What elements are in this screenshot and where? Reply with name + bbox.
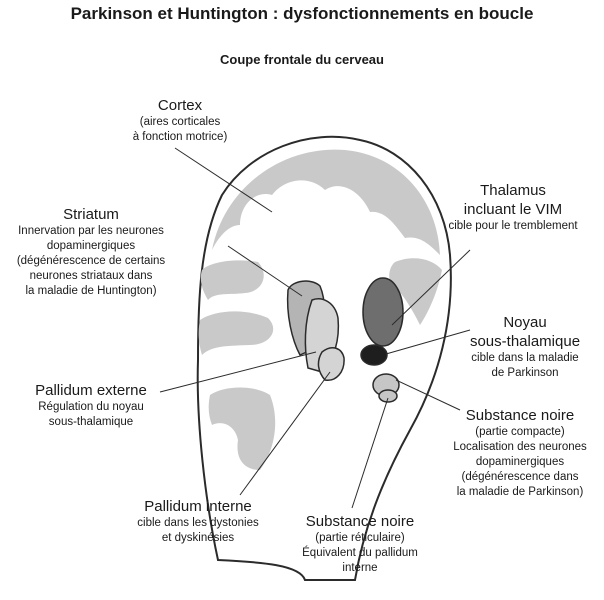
label-thalamus: Thalamus incluant le VIM cible pour le t…: [438, 181, 588, 234]
label-thalamus-line: cible pour le tremblement: [438, 219, 588, 234]
label-substance-noire-compacte-line: la maladie de Parkinson): [440, 485, 600, 500]
label-striatum: Striatum Innervation par les neurones do…: [2, 205, 180, 299]
label-pallidum-interne-line: et dyskinésies: [118, 531, 278, 546]
label-substance-noire-reticulaire-line: interne: [290, 561, 430, 576]
label-pallidum-interne-line: cible dans les dystonies: [118, 516, 278, 531]
label-noyau-sous-thalamique: Noyau sous-thalamique cible dans la mala…: [460, 313, 590, 381]
label-substance-noire-compacte-line: dopaminergiques: [440, 455, 600, 470]
label-substance-noire-reticulaire-heading: Substance noire: [290, 512, 430, 531]
label-striatum-line: (dégénérescence de certains: [2, 254, 180, 269]
label-pallidum-externe-line: sous-thalamique: [22, 415, 160, 430]
label-striatum-line: dopaminergiques: [2, 239, 180, 254]
label-pallidum-externe: Pallidum externe Régulation du noyau sou…: [22, 381, 160, 430]
label-cortex-heading: Cortex: [120, 96, 240, 115]
label-noyau-heading: sous-thalamique: [460, 332, 590, 351]
label-cortex-line: à fonction motrice): [120, 130, 240, 145]
noyau-sous-thalamique: [361, 345, 387, 365]
label-pallidum-externe-line: Régulation du noyau: [22, 400, 160, 415]
label-striatum-line: neurones striataux dans: [2, 269, 180, 284]
label-substance-noire-compacte-heading: Substance noire: [440, 406, 600, 425]
label-noyau-line: cible dans la maladie: [460, 351, 590, 366]
label-substance-noire-reticulaire: Substance noire (partie réticulaire) Équ…: [290, 512, 430, 576]
substance-noire-reticulaire: [379, 390, 397, 402]
label-pallidum-externe-heading: Pallidum externe: [22, 381, 160, 400]
label-pallidum-interne: Pallidum interne cible dans les dystonie…: [118, 497, 278, 546]
label-substance-noire-compacte-line: Localisation des neurones: [440, 440, 600, 455]
label-noyau-line: de Parkinson: [460, 366, 590, 381]
label-cortex-line: (aires corticales: [120, 115, 240, 130]
label-striatum-heading: Striatum: [2, 205, 180, 224]
label-cortex: Cortex (aires corticales à fonction motr…: [120, 96, 240, 145]
label-pallidum-interne-heading: Pallidum interne: [118, 497, 278, 516]
thalamus: [363, 278, 403, 346]
label-substance-noire-reticulaire-line: Équivalent du pallidum: [290, 546, 430, 561]
label-thalamus-heading: Thalamus: [438, 181, 588, 200]
label-substance-noire-reticulaire-line: (partie réticulaire): [290, 531, 430, 546]
label-striatum-line: la maladie de Huntington): [2, 284, 180, 299]
label-striatum-line: Innervation par les neurones: [2, 224, 180, 239]
label-thalamus-heading: incluant le VIM: [438, 200, 588, 219]
label-substance-noire-compacte-line: (partie compacte): [440, 425, 600, 440]
label-substance-noire-compacte-line: (dégénérescence dans: [440, 470, 600, 485]
label-noyau-heading: Noyau: [460, 313, 590, 332]
label-substance-noire-compacte: Substance noire (partie compacte) Locali…: [440, 406, 600, 500]
